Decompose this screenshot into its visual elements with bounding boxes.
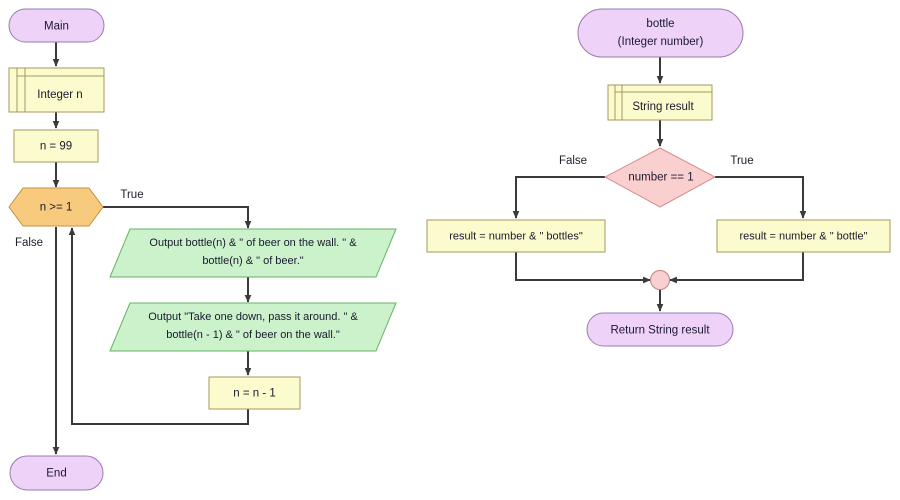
node-declare-result[interactable]: String result (607, 84, 713, 121)
output-wall-shape (109, 228, 397, 278)
node-bottle-start[interactable]: bottle (Integer number) (577, 8, 744, 58)
declare-result-label: String result (632, 101, 694, 113)
edge-loop-true-to-output-wall (103, 206, 252, 229)
result-single-shape (716, 219, 891, 253)
bottle-start-label-line1: bottle (646, 18, 674, 30)
decrement-n-label: n = n - 1 (233, 388, 276, 400)
main-end-shape (9, 455, 104, 491)
merge-point-shape (650, 270, 670, 290)
output-take-shape (109, 302, 397, 352)
chart-bottle-function: bottle (Integer number) String result nu… (426, 8, 891, 347)
output-wall-label-line1: Output bottle(n) & " of beer on the wall… (149, 237, 357, 249)
node-output-wall[interactable]: Output bottle(n) & " of beer on the wall… (109, 228, 397, 278)
loop-true-label: True (120, 189, 143, 201)
main-end-label: End (46, 468, 66, 480)
number-test-shape (603, 147, 717, 208)
node-return-result[interactable]: Return String result (586, 312, 734, 347)
bottle-start-shape (577, 8, 744, 58)
output-wall-label-line2: bottle(n) & " of beer." (202, 255, 303, 267)
result-plural-shape (426, 219, 606, 253)
assign-n-99-label: n = 99 (40, 141, 72, 153)
output-take-label-line2: bottle(n - 1) & " of beer on the wall." (166, 329, 340, 341)
edge-decrement-loop-back (68, 227, 249, 425)
edge-result-plural-to-merge (515, 252, 651, 284)
declare-result-shape (607, 84, 713, 121)
decrement-n-shape (208, 376, 301, 410)
node-declare-n[interactable]: Integer n (8, 67, 105, 113)
node-output-take[interactable]: Output "Take one down, pass it around. "… (109, 302, 397, 352)
number-false-label: False (559, 155, 587, 167)
result-plural-label: result = number & " bottles" (449, 230, 583, 242)
node-assign-n-99[interactable]: n = 99 (13, 129, 99, 163)
return-result-label: Return String result (610, 325, 710, 337)
node-main-end[interactable]: End (9, 455, 104, 491)
output-take-label-line1: Output "Take one down, pass it around. "… (148, 311, 358, 323)
declare-n-label: Integer n (37, 89, 82, 101)
connectors-bottle (512, 57, 807, 312)
node-merge-point[interactable] (650, 270, 670, 290)
number-true-label: True (730, 155, 753, 167)
loop-test-label: n >= 1 (40, 202, 73, 214)
connectors-main (52, 42, 252, 455)
node-result-plural[interactable]: result = number & " bottles" (426, 219, 606, 253)
result-single-label: result = number & " bottle" (740, 230, 868, 242)
chart-main-procedure: Main Integer n n = 99 n >= 1 True (8, 8, 397, 491)
edge-result-single-to-merge (669, 252, 804, 284)
node-decrement-n[interactable]: n = n - 1 (208, 376, 301, 410)
main-start-label: Main (44, 21, 69, 33)
node-number-test[interactable]: number == 1 (603, 147, 717, 208)
bottle-start-label-line2: (Integer number) (618, 36, 704, 48)
loop-false-label: False (15, 237, 43, 249)
node-loop-test[interactable]: n >= 1 (8, 187, 104, 227)
number-test-label: number == 1 (628, 172, 693, 184)
node-main-start[interactable]: Main (8, 8, 105, 43)
edge-number-false-to-result-plural (512, 176, 605, 219)
assign-n-99-shape (13, 129, 99, 163)
return-result-shape (586, 312, 734, 347)
loop-test-shape (8, 187, 104, 227)
main-start-shape (8, 8, 105, 43)
node-result-single[interactable]: result = number & " bottle" (716, 219, 891, 253)
edge-number-true-to-result-single (715, 176, 807, 219)
